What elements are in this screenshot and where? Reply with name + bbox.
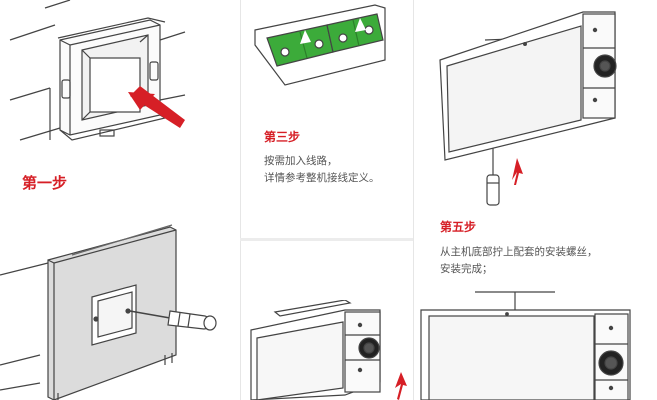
divider-horizontal-middle bbox=[240, 238, 413, 241]
finished-device-illustration bbox=[415, 288, 657, 400]
step3-title: 第三步 bbox=[264, 130, 301, 144]
divider-vertical-right bbox=[413, 0, 414, 400]
step3-desc-line1: 按需加入线路， bbox=[264, 155, 338, 167]
step1-illustration bbox=[0, 0, 235, 170]
step5-desc-line1: 从主机底部拧上配套的安装螺丝， bbox=[440, 246, 598, 258]
step5-title: 第五步 bbox=[440, 220, 477, 234]
divider-vertical-left bbox=[240, 0, 241, 400]
step3-illustration bbox=[245, 0, 410, 90]
step3-desc-line2: 详情参考整机接线定义。 bbox=[264, 172, 380, 184]
step2-illustration bbox=[0, 215, 240, 400]
step5-desc-line2: 安装完成； bbox=[440, 263, 493, 275]
step1-title: 第一步 bbox=[22, 174, 68, 192]
step5-illustration bbox=[415, 0, 657, 215]
step4-illustration bbox=[245, 300, 413, 400]
